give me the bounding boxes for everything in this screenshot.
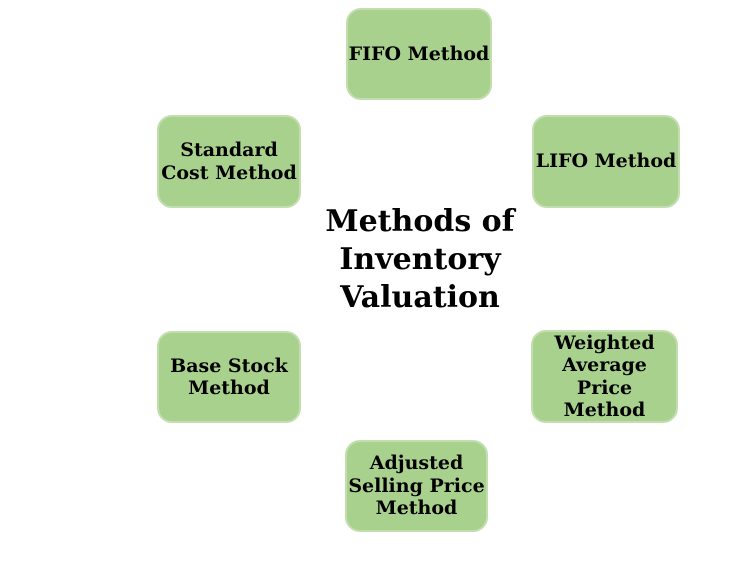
node-standard-cost-method-label: Standard Cost Method bbox=[161, 139, 297, 184]
node-fifo-method-label: FIFO Method bbox=[348, 42, 490, 65]
node-standard-cost-method: Standard Cost Method bbox=[157, 115, 301, 208]
node-lifo-method-label: LIFO Method bbox=[535, 150, 677, 173]
node-fifo-method: FIFO Method bbox=[346, 8, 492, 100]
node-base-stock-method: Base Stock Method bbox=[157, 331, 301, 423]
node-adjusted-selling-price-method-label: Adjusted Selling Price Method bbox=[348, 452, 485, 520]
diagram-title: Methods of Inventory Valuation bbox=[325, 204, 515, 315]
node-weighted-average-price-method: Weighted Average Price Method bbox=[531, 330, 678, 423]
node-lifo-method: LIFO Method bbox=[532, 115, 680, 208]
node-base-stock-method-label: Base Stock Method bbox=[170, 354, 288, 399]
node-adjusted-selling-price-method: Adjusted Selling Price Method bbox=[345, 440, 488, 532]
node-weighted-average-price-method-label: Weighted Average Price Method bbox=[554, 331, 655, 421]
